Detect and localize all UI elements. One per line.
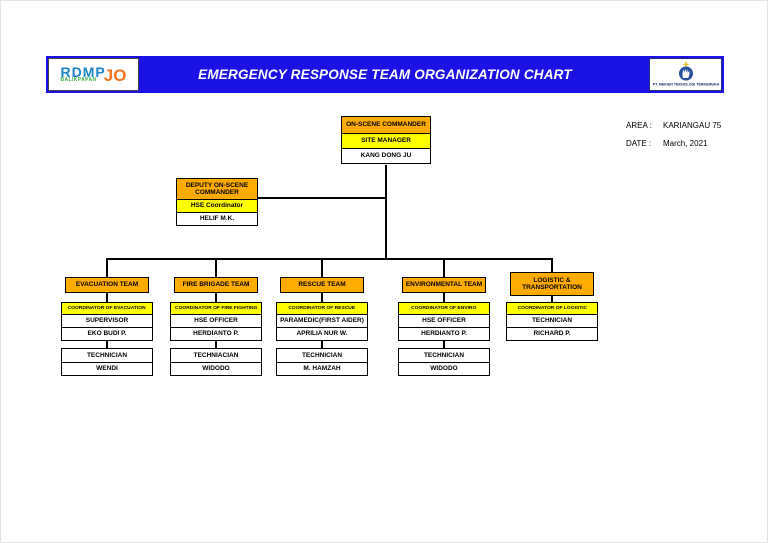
coordinator-cell: COORDINATOR OF EVACUATION xyxy=(62,303,152,314)
coordinator-cell: COORDINATOR OF RESCUE xyxy=(277,303,367,314)
team-header-label: EVACUATION TEAM xyxy=(66,278,148,292)
team-header-label: RESCUE TEAM xyxy=(281,278,363,292)
name-cell: EKO BUDI P. xyxy=(62,327,152,340)
connector-stub-logistic xyxy=(551,296,553,302)
role-cell: HSE OFFICER xyxy=(399,314,489,327)
name-cell: RICHARD P. xyxy=(507,327,597,340)
area-value: KARIANGAU 75 xyxy=(663,121,722,130)
role-cell: HSE OFFICER xyxy=(171,314,261,327)
team-header-environmental: ENVIRONMENTAL TEAM xyxy=(402,277,486,293)
root-role-cell: SITE MANAGER xyxy=(342,133,430,148)
tech-group-fire: TECHNIACIAN WIDODO xyxy=(170,348,262,376)
root-title-cell: ON-SCENE COMMANDER xyxy=(342,117,430,133)
connector-drop-rescue xyxy=(321,259,323,277)
root-name-cell: KANG DONG JU xyxy=(342,148,430,163)
connector-deputy-link xyxy=(258,197,386,199)
rdmp-jo-logo: RDMP BALIKPAPAN JO xyxy=(48,58,139,91)
sub-name-cell: M. HAMZAH xyxy=(277,362,367,375)
connector-sub-evacuation xyxy=(106,341,108,348)
sub-name-cell: WIDODO xyxy=(171,362,261,375)
sub-role-cell: TECHNIACIAN xyxy=(171,349,261,362)
connector-root-drop xyxy=(385,165,387,259)
date-label: DATE : xyxy=(626,139,652,148)
sub-name-cell: WIDODO xyxy=(399,362,489,375)
connector-drop-logistic xyxy=(551,259,553,273)
company-logo: PT. MEIDEN TEKNOLOGI TERKEMUKA xyxy=(649,58,722,91)
tech-group-evacuation: TECHNICIAN WENDI xyxy=(61,348,153,376)
name-cell: HERDIANTO P. xyxy=(171,327,261,340)
coordinator-cell: COORDINATOR OF FIRE FIGHTING xyxy=(171,303,261,314)
org-deputy-box: DEPUTY ON-SCENE COMMANDER HSE Coordinato… xyxy=(176,178,258,226)
connector-stub-fire xyxy=(215,293,217,302)
sub-role-cell: TECHNICIAN xyxy=(62,349,152,362)
hand-emblem-icon xyxy=(678,60,693,80)
sub-name-cell: WENDI xyxy=(62,362,152,375)
role-cell: TECHNICIAN xyxy=(507,314,597,327)
title-banner: RDMP BALIKPAPAN JO EMERGENCY RESPONSE TE… xyxy=(46,56,724,93)
rdmp-logo-text: RDMP xyxy=(60,64,106,80)
balikpapan-logo-text: BALIKPAPAN xyxy=(60,77,97,83)
page-title: EMERGENCY RESPONSE TEAM ORGANIZATION CHA… xyxy=(198,67,572,82)
connector-bus xyxy=(106,258,553,260)
connector-sub-fire xyxy=(215,341,217,348)
deputy-name-cell: HELIF M.K. xyxy=(177,212,257,225)
company-logo-caption: PT. MEIDEN TEKNOLOGI TERKEMUKA xyxy=(652,81,719,87)
connector-stub-environmental xyxy=(443,293,445,302)
name-cell: APRILIA NUR W. xyxy=(277,327,367,340)
date-row: DATE : March, 2021 xyxy=(626,139,721,148)
role-cell: PARAMEDIC(FIRST AIDER) xyxy=(277,314,367,327)
connector-drop-evacuation xyxy=(106,259,108,277)
coord-group-environmental: COORDINATOR OF ENVIRO HSE OFFICER HERDIA… xyxy=(398,302,490,341)
meta-block: AREA : KARIANGAU 75 DATE : March, 2021 xyxy=(626,121,721,157)
sub-role-cell: TECHNICIAN xyxy=(399,349,489,362)
area-label: AREA : xyxy=(626,121,652,130)
coordinator-cell: COORDINATOR OF LOGISTIC xyxy=(507,303,597,314)
team-header-label: LOGISTIC & TRANSPORTATION xyxy=(511,273,593,295)
connector-drop-environmental xyxy=(443,259,445,277)
deputy-role-cell: HSE Coordinator xyxy=(177,199,257,212)
coord-group-logistic: COORDINATOR OF LOGISTIC TECHNICIAN RICHA… xyxy=(506,302,598,341)
coordinator-cell: COORDINATOR OF ENVIRO xyxy=(399,303,489,314)
connector-sub-environmental xyxy=(443,341,445,348)
role-cell: SUPERVISOR xyxy=(62,314,152,327)
org-root-box: ON-SCENE COMMANDER SITE MANAGER KANG DON… xyxy=(341,116,431,164)
tech-group-rescue: TECHNICIAN M. HAMZAH xyxy=(276,348,368,376)
team-header-label: FIRE BRIGADE TEAM xyxy=(175,278,257,292)
tech-group-environmental: TECHNICIAN WIDODO xyxy=(398,348,490,376)
deputy-title-cell: DEPUTY ON-SCENE COMMANDER xyxy=(177,179,257,199)
coord-group-evacuation: COORDINATOR OF EVACUATION SUPERVISOR EKO… xyxy=(61,302,153,341)
connector-stub-evacuation xyxy=(106,293,108,302)
date-value: March, 2021 xyxy=(663,139,708,148)
team-header-fire: FIRE BRIGADE TEAM xyxy=(174,277,258,293)
connector-stub-rescue xyxy=(321,293,323,302)
sub-role-cell: TECHNICIAN xyxy=(277,349,367,362)
coord-group-rescue: COORDINATOR OF RESCUE PARAMEDIC(FIRST AI… xyxy=(276,302,368,341)
team-header-label: ENVIRONMENTAL TEAM xyxy=(403,278,485,292)
name-cell: HERDIANTO P. xyxy=(399,327,489,340)
connector-drop-fire xyxy=(215,259,217,277)
coord-group-fire: COORDINATOR OF FIRE FIGHTING HSE OFFICER… xyxy=(170,302,262,341)
team-header-logistic: LOGISTIC & TRANSPORTATION xyxy=(510,272,594,296)
area-row: AREA : KARIANGAU 75 xyxy=(626,121,721,130)
jo-logo-text: JO xyxy=(103,66,127,85)
team-header-evacuation: EVACUATION TEAM xyxy=(65,277,149,293)
connector-sub-rescue xyxy=(321,341,323,348)
team-header-rescue: RESCUE TEAM xyxy=(280,277,364,293)
